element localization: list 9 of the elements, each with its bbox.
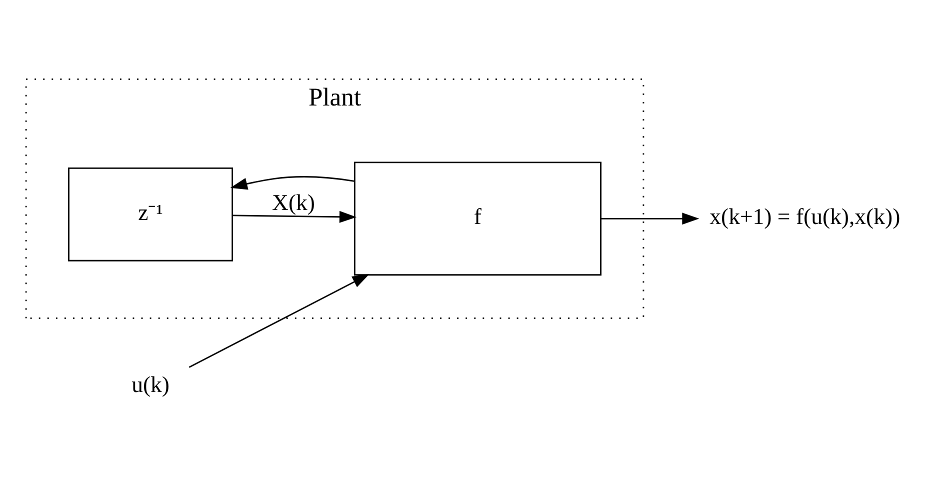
- node-text: x(k+1) = f(u(k),x(k)): [709, 204, 900, 229]
- arrow: [230, 176, 354, 190]
- arrow: [188, 273, 369, 368]
- node-text: u(k): [131, 371, 169, 396]
- node-box: z⁻¹: [68, 166, 233, 261]
- edge-label: X(k): [272, 189, 314, 214]
- node-box: f: [353, 161, 601, 276]
- arrow: [232, 210, 356, 222]
- arrow: [600, 212, 699, 224]
